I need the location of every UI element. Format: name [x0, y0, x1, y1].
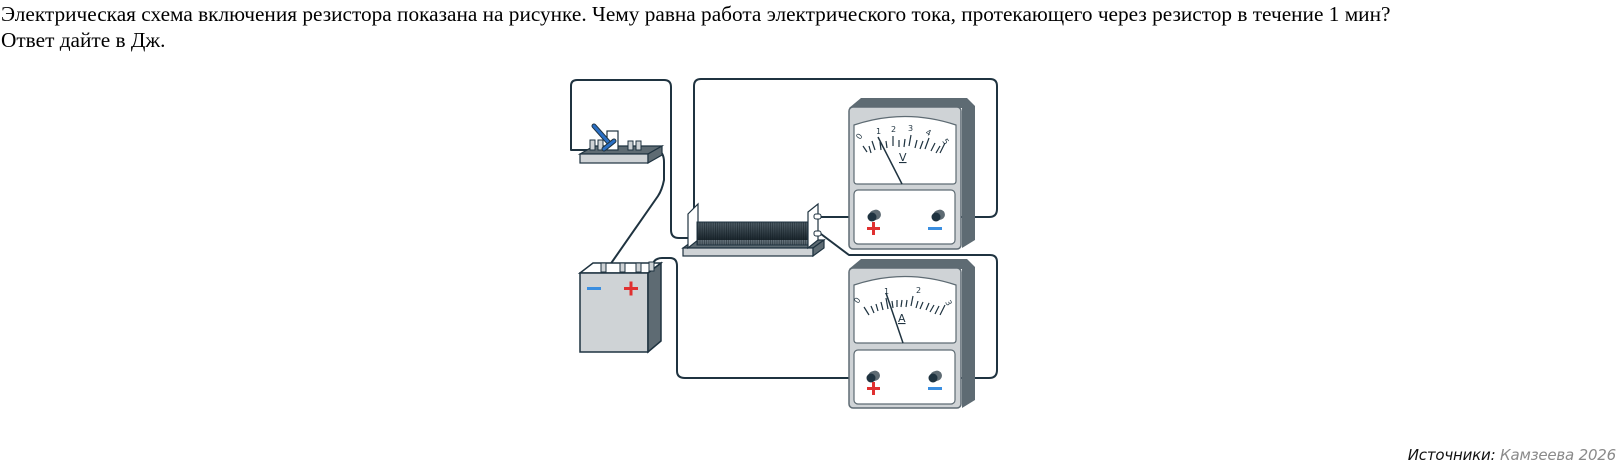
- voltmeter-scale-label: 1: [876, 127, 881, 136]
- question-line-2: Ответ дайте в Дж.: [1, 28, 166, 52]
- voltmeter-scale-label: 2: [891, 125, 896, 134]
- source-label: Источники:: [1407, 446, 1496, 464]
- question-text: Электрическая схема включения резистора …: [1, 1, 1613, 53]
- source-author: Камзеева 2026: [1500, 446, 1616, 464]
- voltmeter-scale-label: 5: [940, 137, 950, 146]
- ammeter-scale-label: 1: [884, 287, 889, 296]
- ammeter-scale-label: 3: [943, 299, 953, 308]
- ammeter-minus-terminal: [928, 370, 942, 390]
- voltmeter-scale-label: 4: [924, 128, 932, 138]
- voltmeter-plus-terminal: [867, 209, 881, 235]
- ammeter-scale-label: 2: [916, 286, 921, 295]
- resistor: [681, 202, 826, 258]
- voltmeter-scale-label: 0: [854, 132, 864, 141]
- wires: [570, 78, 998, 379]
- ammeter-scale-ticks: [863, 295, 946, 316]
- source-attribution: Источники: Камзеева 2026: [1408, 446, 1616, 464]
- battery-minus-sign: [587, 287, 601, 290]
- question-line-1: Электрическая схема включения резистора …: [1, 2, 1391, 26]
- ammeter: 0 1 2 3 A: [848, 259, 975, 409]
- ammeter-needle: [885, 292, 904, 344]
- voltmeter: 0 1 2 3 4 5 V: [848, 98, 975, 250]
- ammeter-plus-terminal: [866, 370, 880, 395]
- voltmeter-minus-terminal: [928, 209, 945, 230]
- ammeter-scale-label: 0: [852, 296, 862, 305]
- ammeter-unit-label: A: [898, 312, 906, 325]
- voltmeter-unit-label: V: [899, 151, 907, 164]
- switch-key: [577, 123, 665, 165]
- voltmeter-scale-label: 3: [908, 124, 913, 133]
- voltmeter-scale-ticks: [862, 134, 946, 154]
- voltmeter-needle: [877, 136, 903, 185]
- battery: [577, 261, 664, 354]
